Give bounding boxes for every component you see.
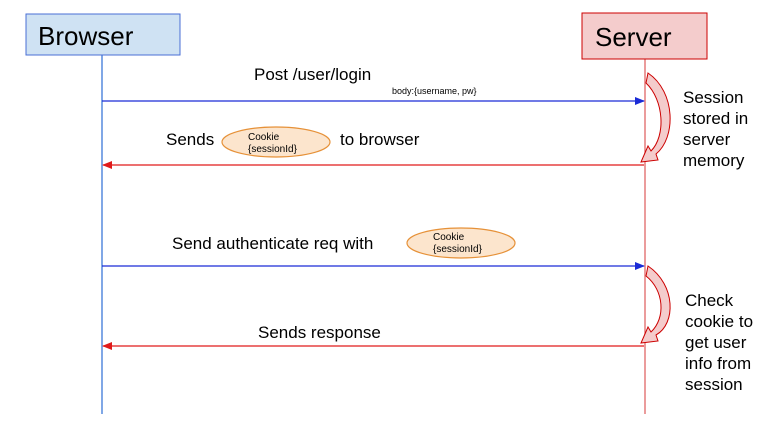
session-store-curve-arrow [640,72,671,163]
message-login-sublabel: body:{username, pw} [392,86,477,96]
cookie-value: {sessionId} [248,144,298,155]
browser-actor-box [25,13,181,56]
note-session-stored-line: server [683,130,731,149]
message-login: Post /user/login body:{username, pw} [102,65,645,105]
cookie-badge-auth: Cookie {sessionId} [406,227,516,259]
note-check-cookie-line: session [685,375,743,394]
message-login-label: Post /user/login [254,65,371,84]
cookie-value-auth: {sessionId} [433,244,483,255]
message-auth-request: Send authenticate req with Cookie {sessi… [102,227,645,270]
browser-actor: Browser [25,13,181,56]
message-response: Sends response [102,323,644,350]
message-sends-cookie-label-before: Sends [166,130,214,149]
note-session-stored-line: Session [683,88,743,107]
cookie-ellipse [221,126,331,158]
note-session-stored-line: memory [683,151,745,170]
check-cookie-curve-arrow [640,265,671,344]
server-actor: Server [581,12,708,60]
cookie-ellipse-auth [406,227,516,259]
note-session-stored-line: stored in [683,109,748,128]
server-actor-box [581,12,708,60]
server-actor-label: Server [595,22,672,52]
note-check-cookie-line: cookie to [685,312,753,331]
message-auth-request-label: Send authenticate req with [172,234,373,253]
note-check-cookie-line: info from [685,354,751,373]
note-session-stored: Session stored in server memory [683,88,748,170]
note-check-cookie: Check cookie to get user info from sessi… [685,291,753,394]
cookie-title: Cookie [248,132,280,143]
message-sends-cookie-label-after: to browser [340,130,420,149]
note-check-cookie-line: get user [685,333,747,352]
note-check-cookie-line: Check [685,291,734,310]
browser-actor-label: Browser [38,21,134,51]
cookie-badge: Cookie {sessionId} [221,126,331,158]
message-sends-cookie: Sends Cookie {sessionId} to browser [102,126,644,169]
cookie-title-auth: Cookie [433,232,465,243]
message-response-label: Sends response [258,323,381,342]
